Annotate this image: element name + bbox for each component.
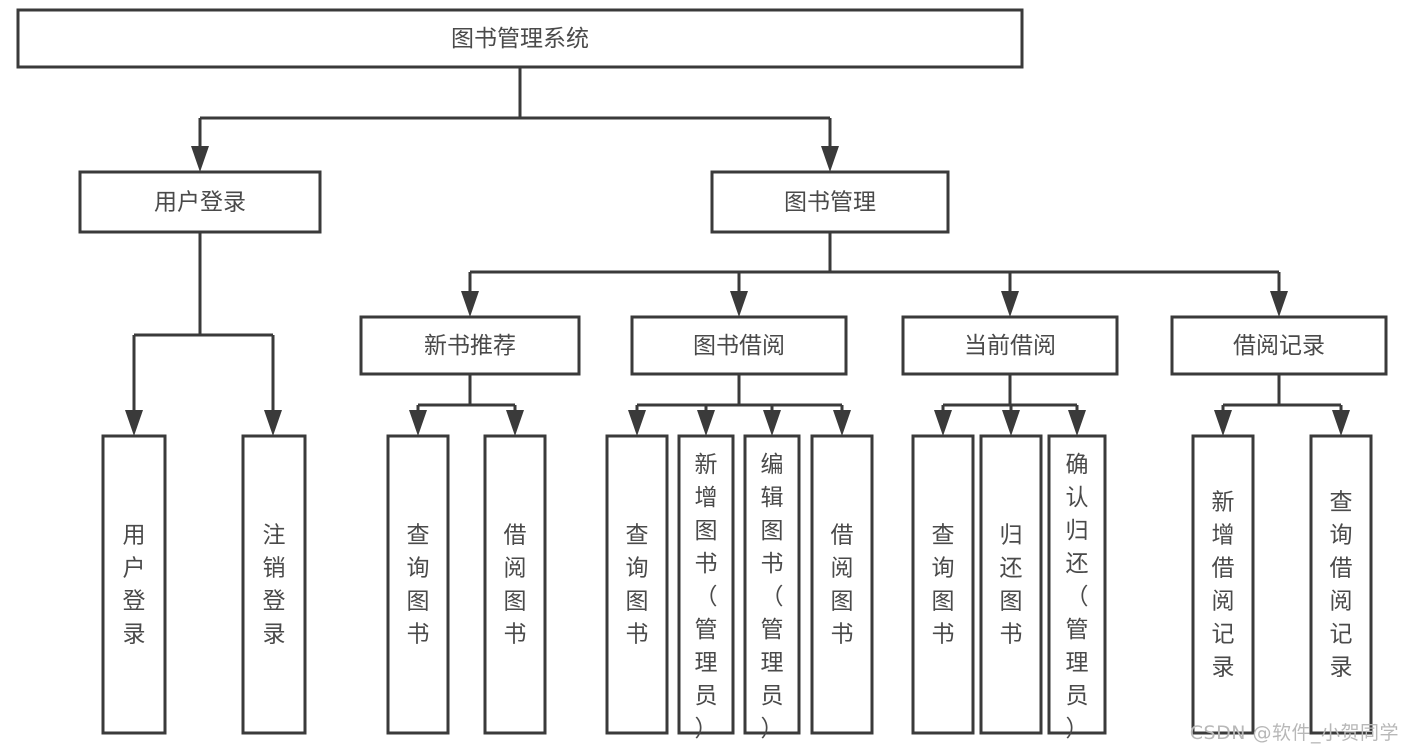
node-level3-0[interactable]: 新书推荐 [359, 315, 581, 376]
connector-layer [125, 67, 1350, 436]
node-leaf-6[interactable]: 编辑图书（管理员） [743, 434, 801, 742]
node-level3-2-label: 当前借阅 [964, 333, 1056, 359]
node-leaf-12-label: 查询借阅记录 [1330, 490, 1353, 681]
node-layer: 图书管理系统用户登录图书管理新书推荐图书借阅当前借阅借阅记录用户登录注销登录查询… [16, 8, 1388, 742]
connector-root-to-level2 [191, 67, 839, 172]
node-leaf-11[interactable]: 新增借阅记录 [1191, 434, 1255, 735]
node-leaf-2-label: 查询图书 [407, 523, 430, 648]
node-leaf-8-label: 查询图书 [932, 523, 955, 648]
connector-userlogin-to-leaves [125, 232, 282, 436]
node-leaf-0[interactable]: 用户登录 [101, 434, 167, 735]
node-leaf-12[interactable]: 查询借阅记录 [1309, 434, 1373, 735]
connector-current-to-leaves [934, 374, 1086, 436]
node-leaf-7-label: 借阅图书 [831, 523, 854, 648]
node-leaf-4[interactable]: 查询图书 [605, 434, 669, 735]
node-leaf-4-label: 查询图书 [626, 523, 649, 648]
node-level2-0-label: 用户登录 [154, 190, 246, 216]
node-leaf-0-label: 用户登录 [123, 523, 146, 648]
node-leaf-1-label: 注销登录 [263, 523, 286, 648]
node-level3-0-label: 新书推荐 [424, 333, 516, 359]
node-leaf-3[interactable]: 借阅图书 [483, 434, 547, 735]
node-level3-3-label: 借阅记录 [1233, 333, 1325, 359]
node-root-label: 图书管理系统 [451, 26, 589, 52]
node-level3-3[interactable]: 借阅记录 [1170, 315, 1388, 376]
node-level3-1[interactable]: 图书借阅 [630, 315, 848, 376]
node-leaf-11-label: 新增借阅记录 [1212, 490, 1235, 681]
connector-bookmgmt-to-level3 [461, 232, 1288, 317]
node-leaf-1[interactable]: 注销登录 [241, 434, 307, 735]
node-leaf-5-label: 新增图书（管理员） [695, 452, 718, 742]
connector-records-to-leaves [1214, 374, 1350, 436]
node-leaf-3-label: 借阅图书 [504, 523, 527, 648]
node-root[interactable]: 图书管理系统 [16, 8, 1024, 69]
node-level3-2[interactable]: 当前借阅 [901, 315, 1119, 376]
connector-borrow-to-leaves [628, 374, 851, 436]
csdn-watermark: CSDN @软件_小贺同学 [1189, 722, 1399, 744]
node-leaf-6-label: 编辑图书（管理员） [761, 452, 784, 742]
node-leaf-9[interactable]: 归还图书 [979, 434, 1043, 735]
node-leaf-8[interactable]: 查询图书 [911, 434, 975, 735]
node-leaf-5[interactable]: 新增图书（管理员） [677, 434, 735, 742]
node-leaf-2[interactable]: 查询图书 [386, 434, 450, 735]
node-leaf-10[interactable]: 确认归还（管理员） [1047, 434, 1107, 742]
node-leaf-10-label: 确认归还（管理员） [1066, 452, 1089, 742]
node-level2-0[interactable]: 用户登录 [78, 170, 322, 234]
node-leaf-7[interactable]: 借阅图书 [810, 434, 874, 735]
connector-newbook-to-leaves [409, 374, 524, 436]
node-level2-1[interactable]: 图书管理 [710, 170, 950, 234]
node-level3-1-label: 图书借阅 [693, 333, 785, 359]
node-leaf-9-label: 归还图书 [1000, 523, 1023, 648]
node-level2-1-label: 图书管理 [784, 190, 876, 216]
